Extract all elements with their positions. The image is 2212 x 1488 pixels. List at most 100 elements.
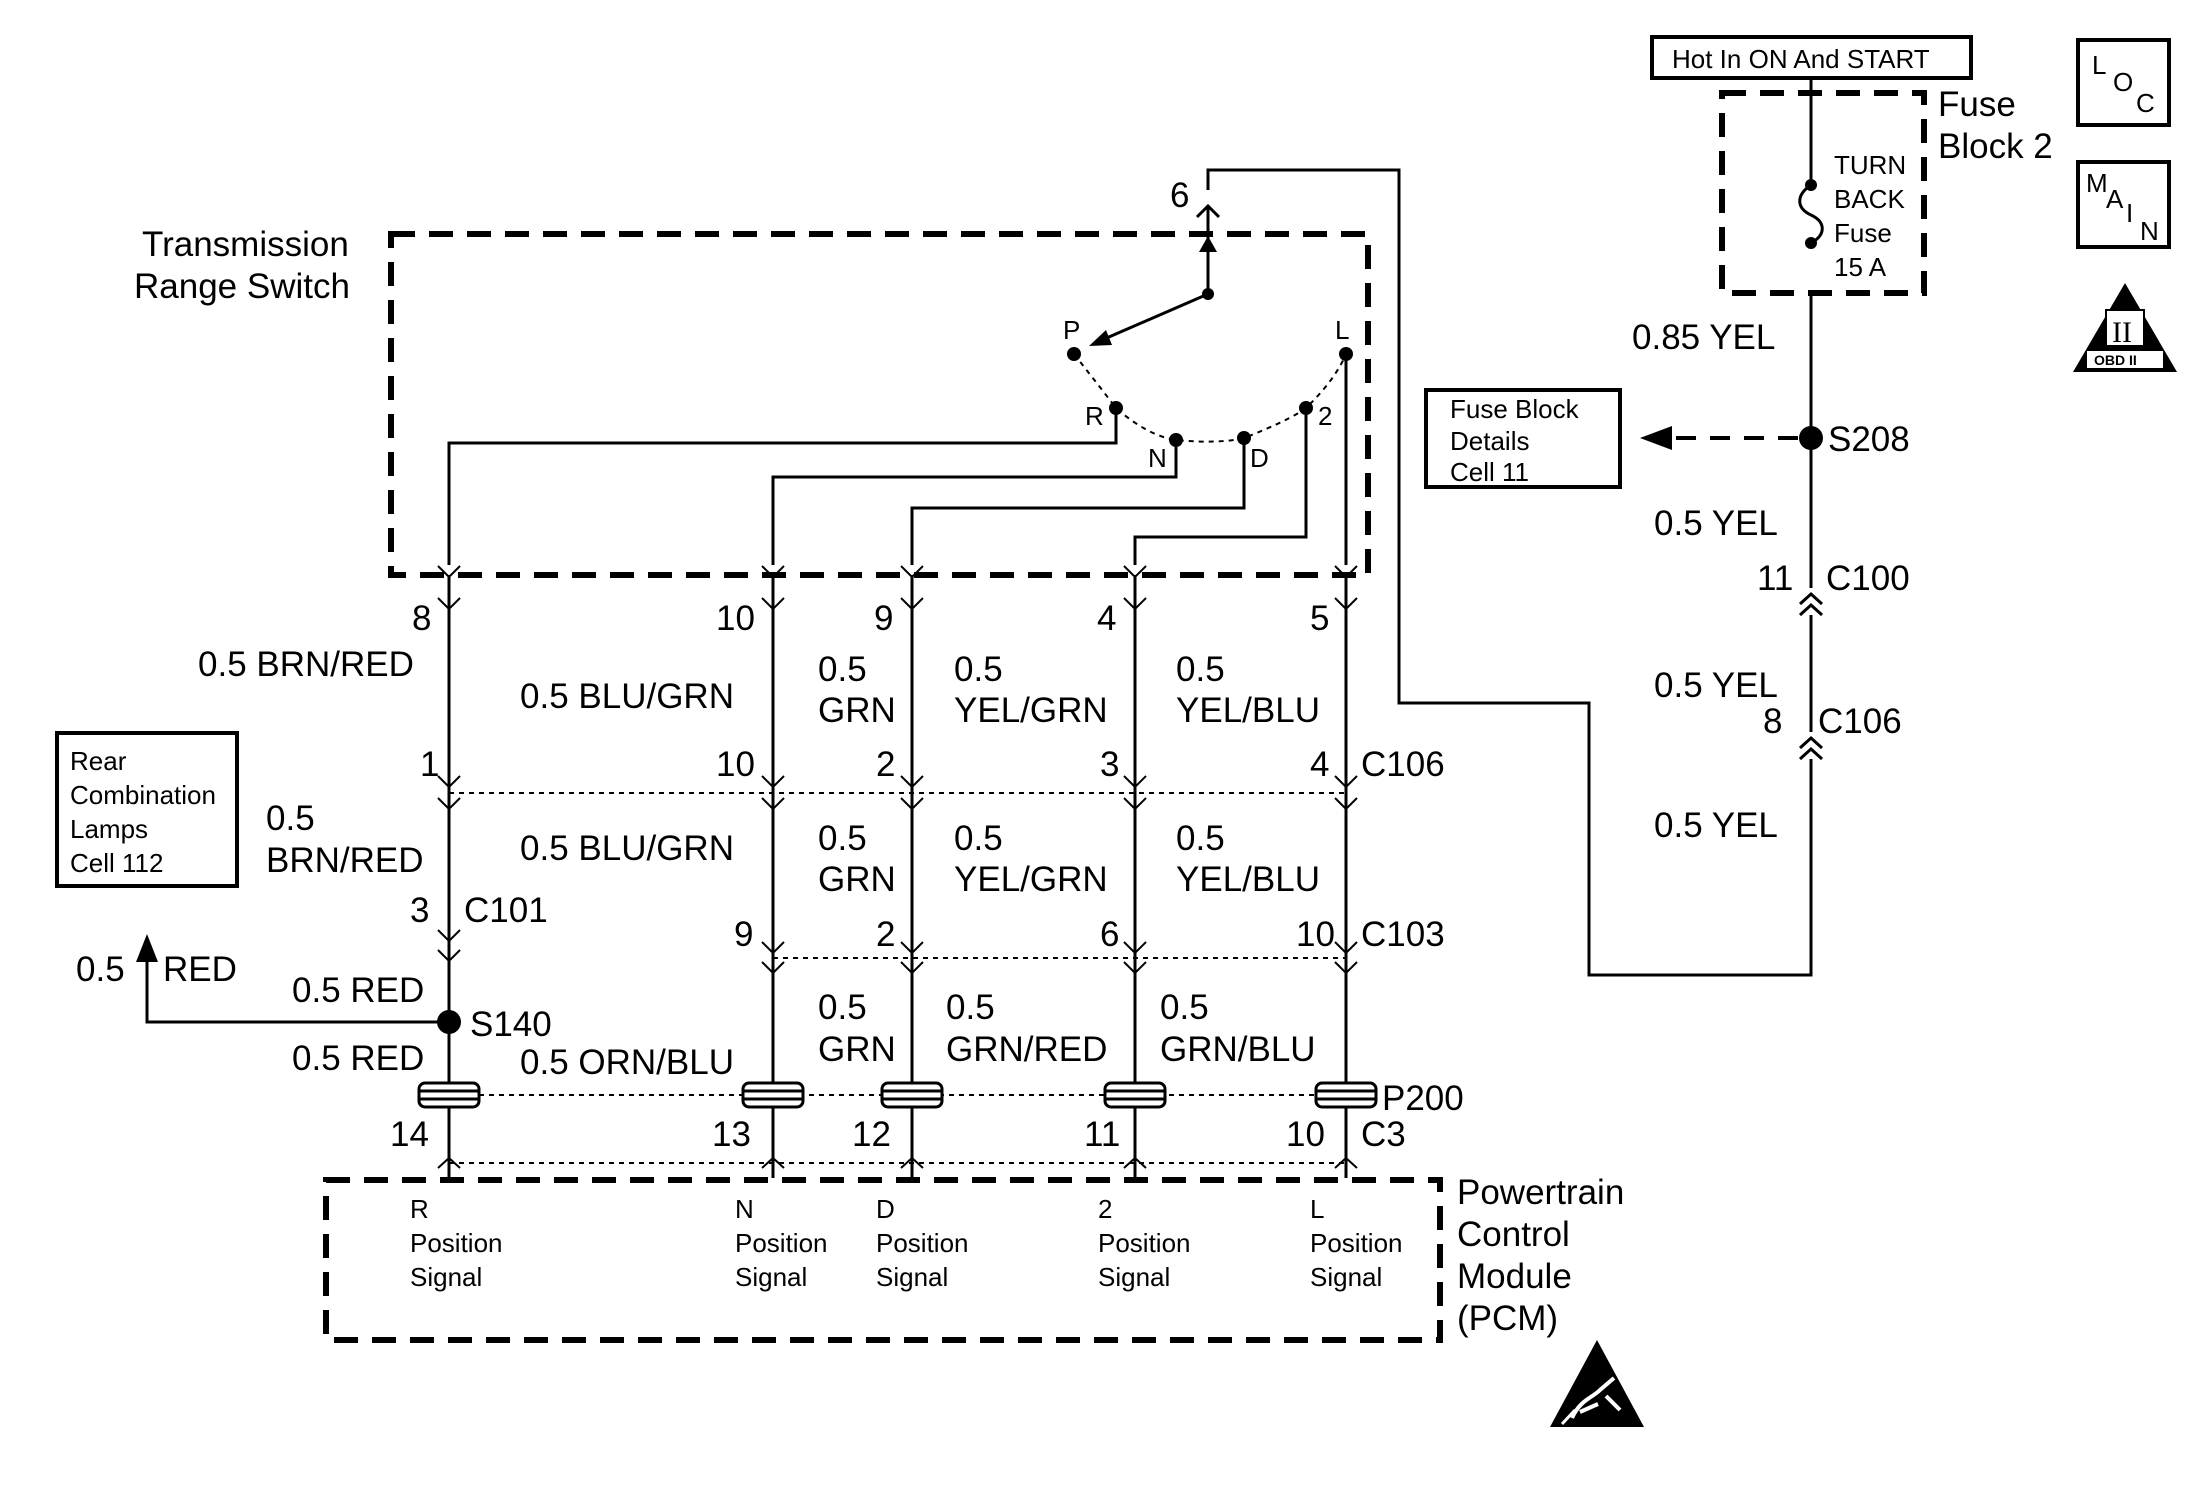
fuse-label-2: BACK xyxy=(1834,184,1905,214)
loc-icon xyxy=(2076,38,2171,127)
rear-lamps-box xyxy=(55,731,239,888)
splice-s208 xyxy=(1799,426,1823,450)
s2-l-gauge: 0.5 xyxy=(1176,819,1225,858)
red-branch-arrow-icon xyxy=(136,934,158,962)
switch-pos-r-label: R xyxy=(1085,401,1104,431)
s1-r-label: 0.5 BRN/RED xyxy=(198,645,414,684)
pcm-title-2: Control xyxy=(1457,1215,1570,1254)
feed-wire-3-label: 0.5 YEL xyxy=(1654,666,1778,705)
s2-d-gauge: 0.5 xyxy=(818,819,867,858)
switch-position-arc xyxy=(1073,353,1347,443)
feed-wire-2-label: 0.5 YEL xyxy=(1654,504,1778,543)
feed-wire-to-switch xyxy=(1206,168,1813,977)
sw-pin-2: 4 xyxy=(1097,599,1116,638)
s2-2-color: YEL/GRN xyxy=(954,860,1108,899)
s1-d-color: GRN xyxy=(818,691,896,730)
switch-internal-n-wire xyxy=(771,440,1178,565)
red-branch-wire xyxy=(145,962,449,1024)
fuse-block-2-outline xyxy=(1719,90,1927,296)
c3-pin-2: 11 xyxy=(1084,1115,1120,1154)
switch-pin-6: 6 xyxy=(1170,176,1189,215)
pcm-signal-d-line2: Position xyxy=(876,1228,969,1258)
loc-icon-c: C xyxy=(2136,88,2155,118)
s3-2-gauge: 0.5 xyxy=(946,988,995,1027)
pcm-signal-r-name: R xyxy=(410,1194,429,1224)
pcm-signal-d-name: D xyxy=(876,1194,895,1224)
main-icon-m: M xyxy=(2086,168,2108,198)
fuse-details-line2: Details xyxy=(1450,426,1529,456)
c100-pin: 11 xyxy=(1757,559,1793,598)
c106-pin-r: 1 xyxy=(420,745,439,784)
fuse-element-icon xyxy=(1798,183,1824,245)
c103-pin-n: 9 xyxy=(734,915,753,954)
s3-d-color: GRN xyxy=(818,1030,896,1069)
rear-lamps-line3: Lamps xyxy=(70,814,148,844)
obd-ii-numeral: II xyxy=(2112,316,2132,349)
s2-2-gauge: 0.5 xyxy=(954,819,1003,858)
s1-l-color: YEL/BLU xyxy=(1176,691,1320,730)
pcm-signal-2-line3: Signal xyxy=(1098,1262,1170,1292)
s3-r-label-2: 0.5 RED xyxy=(292,1039,424,1078)
s2-r-gauge: 0.5 xyxy=(266,799,315,838)
fuse-label-3: Fuse xyxy=(1834,218,1892,248)
c106-feed-connector-icon xyxy=(1798,735,1824,761)
pcm-signal-n-line3: Signal xyxy=(735,1262,807,1292)
c3-label: C3 xyxy=(1361,1115,1406,1154)
s1-n-label: 0.5 BLU/GRN xyxy=(520,677,734,716)
hot-in-label: Hot In ON And START xyxy=(1672,44,1930,74)
switch-pos-p xyxy=(1067,347,1081,361)
c103-pin-d: 2 xyxy=(876,915,895,954)
splice-s208-label: S208 xyxy=(1828,420,1910,459)
c106-pin-n: 10 xyxy=(716,745,755,784)
pcm-signal-r-line2: Position xyxy=(410,1228,503,1258)
c3-pin-d: 12 xyxy=(852,1115,891,1154)
splice-s140-label: S140 xyxy=(470,1005,552,1044)
c106-label: C106 xyxy=(1361,745,1445,784)
rear-lamps-line1: Rear xyxy=(70,746,127,776)
c100-connector-icon xyxy=(1798,591,1824,617)
esd-warning-icon xyxy=(1550,1340,1644,1427)
range-switch-outline xyxy=(388,231,1371,578)
pcm-signal-r-line3: Signal xyxy=(410,1262,482,1292)
s2-r-color: BRN/RED xyxy=(266,841,424,880)
c100-label: C100 xyxy=(1826,559,1910,598)
fuse-details-box xyxy=(1424,388,1622,489)
c103-pin-l: 10 xyxy=(1296,915,1335,954)
c103-pin-2: 6 xyxy=(1100,915,1119,954)
s3-l-gauge: 0.5 xyxy=(1160,988,1209,1027)
s3-r-label-1: 0.5 RED xyxy=(292,971,424,1010)
feed-wire-4-label: 0.5 YEL xyxy=(1654,806,1778,845)
main-icon-a: A xyxy=(2106,184,2124,214)
c106-pin-d: 2 xyxy=(876,745,895,784)
fuse-label-4: 15 A xyxy=(1834,252,1887,282)
connector-chevrons xyxy=(437,565,1358,1169)
switch-pos-l-label: L xyxy=(1335,315,1349,345)
c3-pin-n: 13 xyxy=(712,1115,751,1154)
switch-pos-d-label: D xyxy=(1250,443,1269,473)
s2-d-color: GRN xyxy=(818,860,896,899)
main-icon-n: N xyxy=(2140,216,2159,246)
pcm-signal-l-line2: Position xyxy=(1310,1228,1403,1258)
c106-feed-label: C106 xyxy=(1818,702,1902,741)
c106-pin-l: 4 xyxy=(1310,745,1329,784)
red-branch-gauge: 0.5 xyxy=(76,950,125,989)
s2-l-color: YEL/BLU xyxy=(1176,860,1320,899)
s2-n-label: 0.5 BLU/GRN xyxy=(520,829,734,868)
switch-wiper-arrow-icon xyxy=(1089,330,1112,346)
pcm-signal-n-line2: Position xyxy=(735,1228,828,1258)
c101-label: C101 xyxy=(464,891,548,930)
switch-pos-2-label: 2 xyxy=(1318,401,1332,431)
feed-wire-1-label: 0.85 YEL xyxy=(1632,318,1775,357)
c3-pin-r: 14 xyxy=(390,1115,429,1154)
sw-pin-r: 8 xyxy=(412,599,431,638)
pcm-signal-d-line3: Signal xyxy=(876,1262,948,1292)
fuse-details-arrow-icon xyxy=(1640,426,1672,450)
switch-input-arrow-icon xyxy=(1199,236,1217,252)
p200-connector-blocks xyxy=(417,1081,1378,1109)
pcm-title-4: (PCM) xyxy=(1457,1299,1558,1338)
sw-pin-l: 5 xyxy=(1310,599,1329,638)
s1-2-gauge: 0.5 xyxy=(954,650,1003,689)
obd-ii-icon: II OBD II xyxy=(2073,283,2177,372)
pcm-signal-n-name: N xyxy=(735,1194,754,1224)
range-switch-title-1: Transmission xyxy=(142,225,349,264)
